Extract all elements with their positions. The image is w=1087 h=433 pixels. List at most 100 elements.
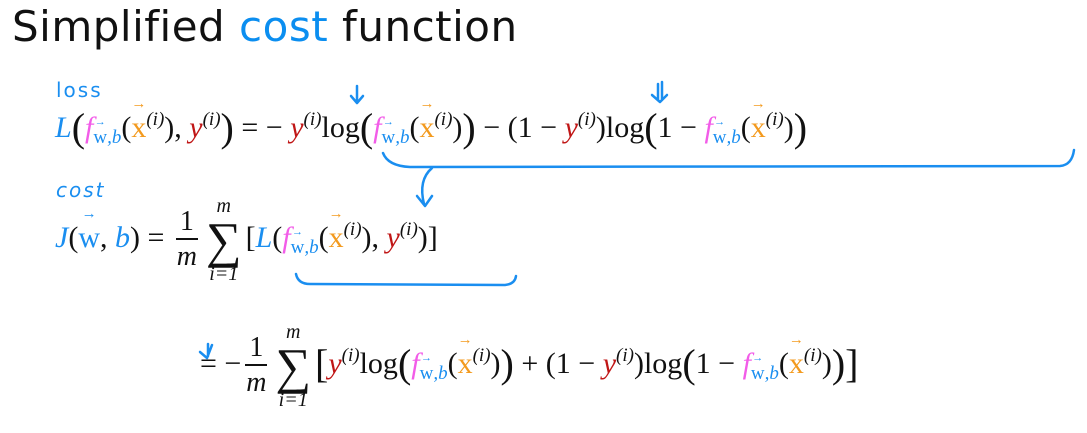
paren: ( bbox=[397, 340, 412, 386]
paren: ( bbox=[409, 111, 420, 144]
L-symbol: L bbox=[55, 111, 72, 144]
sum-lower: i=1 bbox=[278, 389, 308, 411]
paren: ) bbox=[490, 346, 501, 380]
underline-bracket bbox=[381, 148, 1076, 169]
down-arrow-icon bbox=[650, 80, 669, 104]
w-vector: w bbox=[291, 238, 305, 257]
comma: , bbox=[100, 220, 115, 254]
y-symbol: y bbox=[189, 111, 203, 144]
paren: ) bbox=[417, 220, 428, 254]
paren: ( bbox=[507, 111, 518, 144]
log-text: log bbox=[643, 346, 683, 380]
superscript-i: (i) bbox=[577, 109, 596, 130]
b-symbol: b bbox=[115, 220, 130, 254]
bracket: [ bbox=[315, 340, 329, 386]
bracket: ] bbox=[845, 340, 859, 386]
superscript-i: (i) bbox=[303, 109, 322, 130]
summation: m∑i=1 bbox=[275, 322, 311, 410]
paren: ) bbox=[462, 105, 476, 150]
w-vector: w bbox=[751, 364, 765, 383]
b-symbol: ,b bbox=[304, 236, 319, 258]
paren: ) bbox=[831, 340, 846, 386]
numerator: 1 bbox=[175, 206, 198, 240]
paren: ( bbox=[740, 111, 751, 144]
paren: ) bbox=[361, 220, 372, 254]
numerator: 1 bbox=[245, 332, 268, 366]
cost-label: cost bbox=[56, 178, 106, 202]
superscript-i: (i) bbox=[341, 344, 360, 366]
minus-sign: − bbox=[570, 346, 603, 380]
f-symbol: f bbox=[742, 346, 751, 380]
log-text: log bbox=[321, 111, 360, 144]
summation: m∑i=1 bbox=[206, 196, 242, 284]
x-vector: x bbox=[751, 113, 766, 143]
x-vector: x bbox=[789, 348, 804, 379]
x-vector: x bbox=[131, 113, 146, 143]
paren: ) bbox=[500, 340, 514, 386]
superscript-i: (i) bbox=[399, 218, 418, 240]
x-vector: x bbox=[458, 348, 473, 379]
minus-sign: − bbox=[532, 111, 565, 144]
y-symbol: y bbox=[564, 111, 578, 144]
superscript-i: (i) bbox=[202, 109, 221, 130]
page-title: Simplified cost function bbox=[12, 2, 518, 51]
f-symbol: f bbox=[85, 111, 94, 144]
paren: ( bbox=[447, 346, 458, 380]
one: 1 bbox=[555, 346, 571, 380]
superscript-i: (i) bbox=[803, 344, 822, 366]
bracket: ] bbox=[427, 220, 438, 254]
paren: ) bbox=[130, 220, 140, 254]
title-prefix: Simplified bbox=[12, 2, 240, 51]
paren: ) bbox=[595, 111, 606, 144]
cost-expanded-equation: = −1mm∑i=1[y(i)log(fw,b(x(i))) + (1 − y(… bbox=[200, 322, 858, 410]
superscript-i: (i) bbox=[343, 218, 362, 240]
b-symbol: ,b bbox=[395, 127, 410, 148]
title-accent-word: cost bbox=[239, 2, 329, 51]
paren: ( bbox=[71, 105, 86, 150]
paren: ( bbox=[778, 346, 789, 380]
equals-sign: = bbox=[200, 346, 225, 380]
sigma: ∑ bbox=[205, 212, 242, 268]
sum-upper: m bbox=[216, 195, 231, 217]
equals-sign: = bbox=[140, 220, 172, 254]
w-vector: w bbox=[382, 128, 396, 147]
paren: ( bbox=[272, 220, 283, 254]
title-suffix: function bbox=[328, 2, 518, 51]
comma: , bbox=[174, 111, 190, 144]
loss-label: loss bbox=[56, 78, 103, 102]
loss-equation: L(fw,b(x(i)), y(i)) = − y(i)log(fw,b(x(i… bbox=[55, 108, 807, 148]
b-symbol: ,b bbox=[764, 362, 779, 384]
paren: ( bbox=[121, 111, 132, 144]
f-symbol: f bbox=[411, 346, 420, 380]
bracket: [ bbox=[245, 220, 256, 254]
minus-sign: − bbox=[265, 111, 283, 144]
f-symbol: f bbox=[282, 220, 291, 254]
superscript-i: (i) bbox=[146, 109, 165, 130]
paren: ( bbox=[545, 346, 556, 380]
f-symbol: f bbox=[704, 111, 713, 144]
L-symbol: L bbox=[255, 220, 273, 254]
sum-lower: i=1 bbox=[209, 263, 239, 285]
superscript-i: (i) bbox=[765, 109, 784, 130]
sum-upper: m bbox=[285, 321, 301, 343]
b-symbol: ,b bbox=[107, 127, 122, 148]
w-vector: w bbox=[420, 364, 434, 383]
paren: ) bbox=[164, 111, 175, 144]
minus-sign: − bbox=[483, 111, 501, 144]
superscript-i: (i) bbox=[434, 109, 453, 130]
paren: ( bbox=[68, 220, 79, 254]
cost-equation: J(w, b) = 1mm∑i=1[L(fw,b(x(i)), y(i))] bbox=[55, 196, 438, 284]
b-symbol: ,b bbox=[726, 127, 741, 148]
log-text: log bbox=[359, 346, 398, 380]
equals-sign: = bbox=[233, 111, 266, 144]
paren: ) bbox=[220, 105, 234, 150]
x-vector: x bbox=[419, 113, 434, 143]
log-text: log bbox=[605, 111, 645, 144]
J-symbol: J bbox=[55, 220, 69, 254]
b-symbol: ,b bbox=[433, 362, 448, 384]
paren: ( bbox=[682, 340, 696, 386]
minus-sign: − bbox=[224, 346, 242, 380]
paren: ( bbox=[644, 105, 658, 150]
